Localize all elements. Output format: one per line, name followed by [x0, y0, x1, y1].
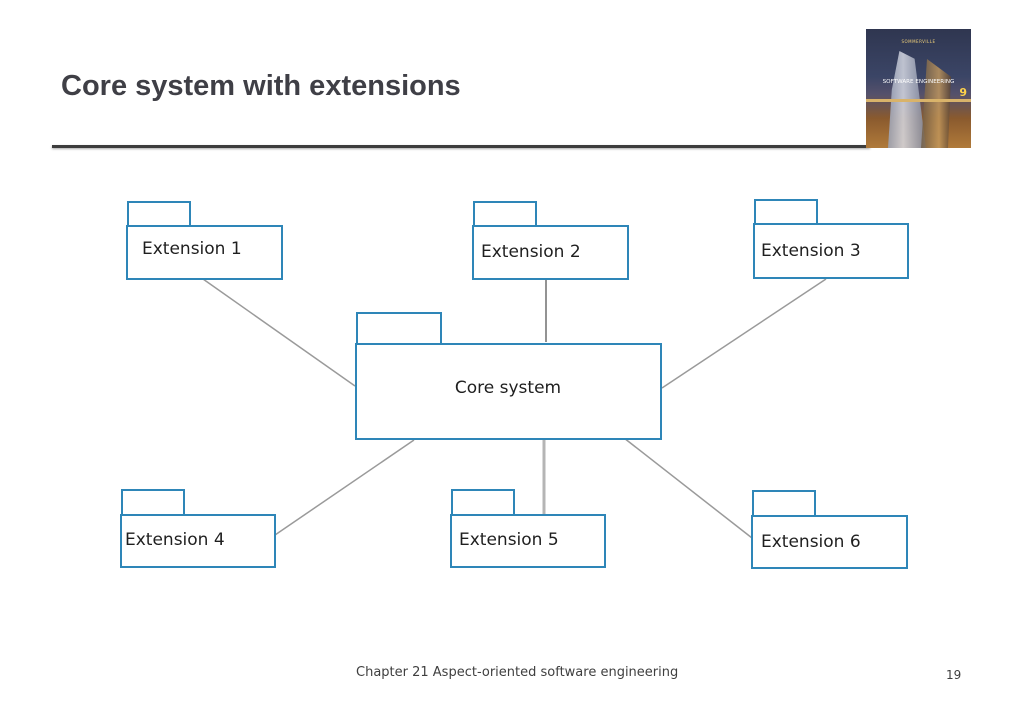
extension-label-1: Extension 1: [142, 239, 242, 259]
extension-package-1: Extension 1: [126, 201, 283, 280]
core-system-package: Core system: [355, 312, 662, 440]
extension-package-6: Extension 6: [751, 490, 908, 569]
slide-footer: Chapter 21 Aspect-oriented software engi…: [356, 665, 679, 680]
book-cover-image: SOMMERVILLE SOFTWARE ENGINEERING 9: [866, 29, 971, 148]
extension-label-2: Extension 2: [481, 242, 581, 262]
title-divider: [52, 145, 870, 148]
extension-label-3: Extension 3: [761, 241, 861, 261]
book-title: SOFTWARE ENGINEERING: [882, 79, 955, 85]
extension-package-4: Extension 4: [120, 489, 276, 568]
core-system-label: Core system: [455, 378, 561, 398]
connector-ext3-core: [661, 278, 827, 389]
book-edition: 9: [959, 86, 967, 99]
extension-package-3: Extension 3: [753, 199, 909, 279]
extension-label-5: Extension 5: [459, 530, 559, 550]
extension-package-2: Extension 2: [472, 201, 629, 280]
extension-package-5: Extension 5: [450, 489, 606, 568]
connector-ext4-core: [274, 439, 415, 536]
extension-label-6: Extension 6: [761, 532, 861, 552]
slide-title: Core system with extensions: [61, 70, 461, 102]
extension-label-4: Extension 4: [125, 530, 225, 550]
connector-ext6-core: [623, 437, 753, 539]
book-author: SOMMERVILLE: [901, 39, 936, 44]
connector-ext1-core: [202, 278, 356, 387]
page-number: 19: [946, 668, 962, 682]
